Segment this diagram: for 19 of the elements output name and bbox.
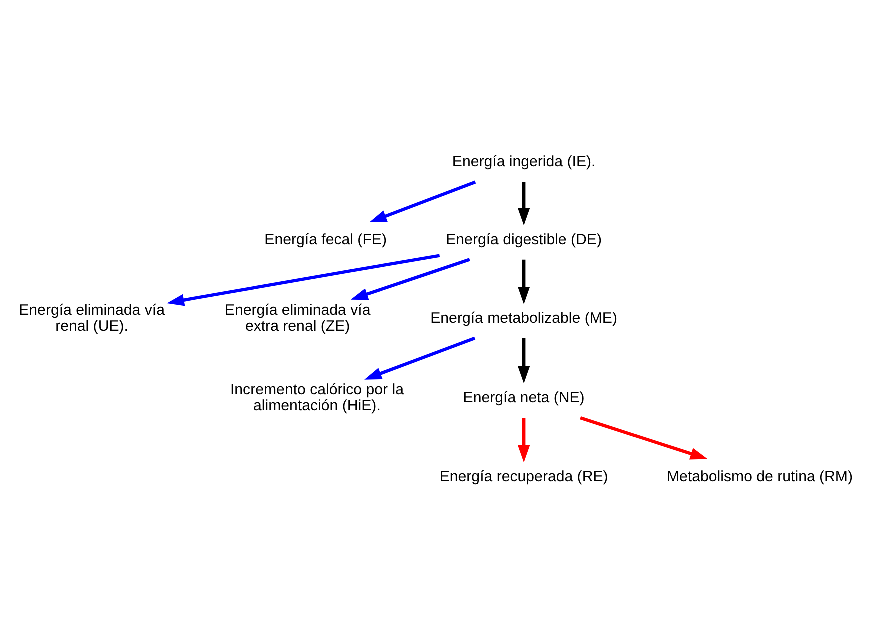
node-text: Energía eliminada vía extra renal (ZE): [224, 301, 371, 334]
arrow: [518, 259, 530, 304]
arrow: [518, 418, 530, 462]
node-text: Energía eliminada vía renal (UE).: [19, 301, 165, 334]
node-text: Metabolismo de rutina (RM): [667, 468, 854, 485]
arrow: [518, 338, 530, 384]
node-text: Energía metabolizable (ME): [430, 309, 618, 326]
node-text: Energía digestible (DE): [446, 230, 602, 248]
node-text: Energía recuperada (RE): [440, 468, 608, 485]
node-text: Energía neta (NE): [463, 389, 585, 406]
node-text: Incremento calórico por la alimentación (HiE).: [230, 381, 404, 414]
arrow: [370, 180, 476, 222]
arrow: [518, 182, 530, 226]
arrow: [580, 416, 708, 460]
arrow: [167, 254, 440, 306]
node-text: Energía ingerida (IE).: [452, 153, 596, 170]
arrow: [350, 258, 470, 300]
node-text: Energía fecal (FE): [264, 230, 388, 248]
arrow: [364, 336, 476, 380]
